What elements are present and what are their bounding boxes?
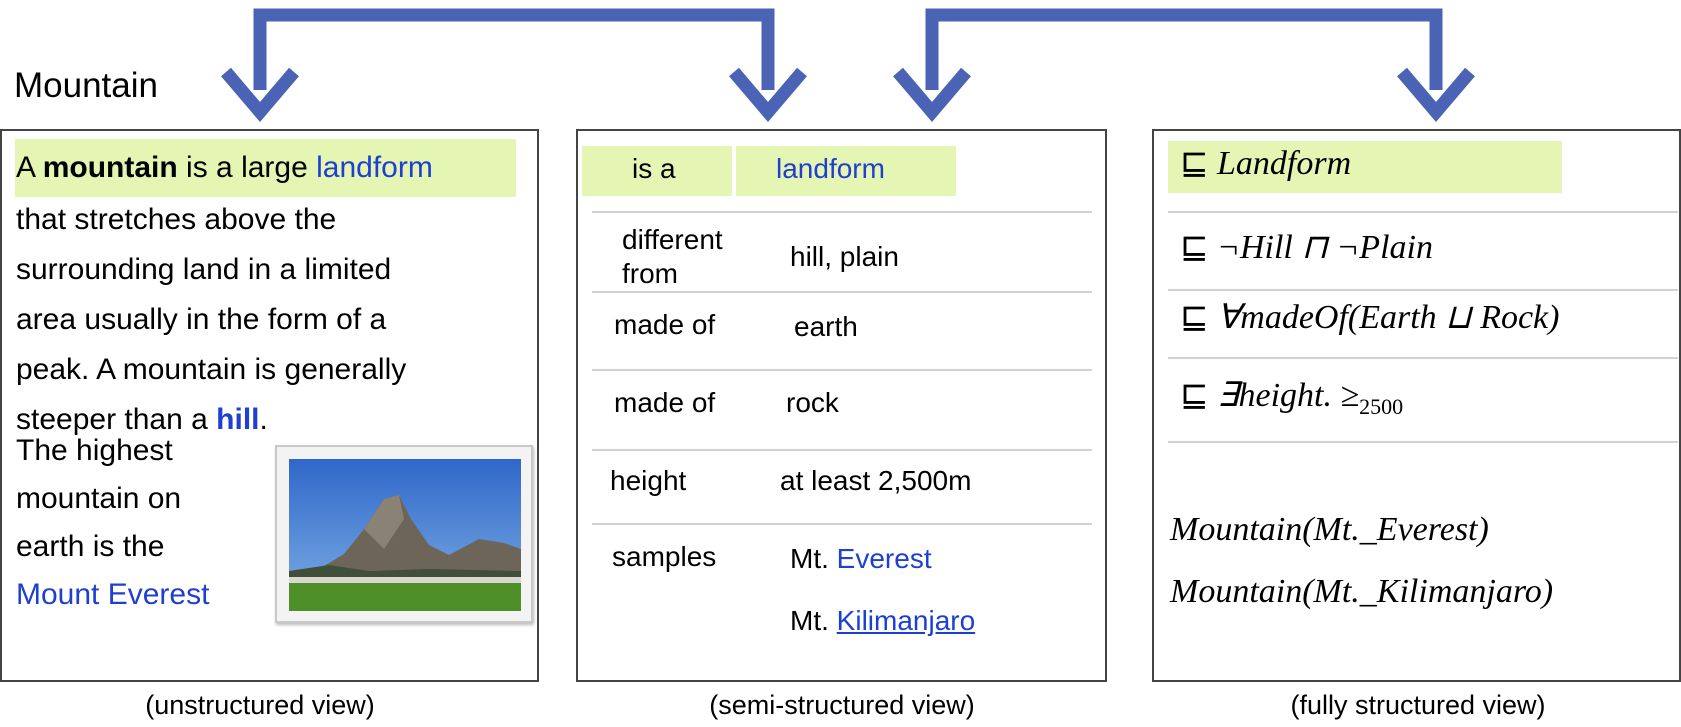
text-a: A xyxy=(16,151,35,184)
key-is-a: is a xyxy=(632,153,676,184)
axiom-landform: ⊑ Landform xyxy=(1180,143,1351,183)
page-title: Mountain xyxy=(14,66,158,105)
arrow-semi-fully xyxy=(925,8,1443,90)
arrowhead-right-1 xyxy=(893,67,971,123)
desc-line: peak. A mountain is generally xyxy=(16,353,407,386)
divider xyxy=(1168,289,1678,291)
sample-prefix: Mt. xyxy=(790,543,829,574)
axiom-not-hill-plain: ⊑ ¬Hill ⊓ ¬Plain xyxy=(1180,227,1433,267)
fully-structured-panel: ⊑ Landform ⊑ ¬Hill ⊓ ¬Plain ⊑ ∀madeOf(Ea… xyxy=(1152,129,1681,682)
sentence-1: A mountain is a large landform xyxy=(16,143,433,193)
divider xyxy=(1168,211,1678,213)
subsumption-op: ⊑ xyxy=(1180,377,1209,414)
sample-everest: Mt. Everest xyxy=(790,543,932,575)
assertion-everest: Mountain(Mt._Everest) xyxy=(1170,511,1489,548)
caption-semi: (semi-structured view) xyxy=(709,690,975,720)
text-steeper: steeper than a xyxy=(16,403,208,436)
caption-fully: (fully structured view) xyxy=(1290,690,1546,720)
highlight-is-a xyxy=(582,146,732,196)
divider xyxy=(592,449,1092,451)
subsumption-op: ⊑ xyxy=(1180,299,1209,336)
divider xyxy=(1168,441,1678,443)
assertion-kilimanjaro: Mountain(Mt._Kilimanjaro) xyxy=(1170,573,1554,610)
key-height: height xyxy=(610,465,687,496)
subsumption-op: ⊑ xyxy=(1180,229,1209,266)
arrow-unstructured-semi xyxy=(253,8,775,90)
desc-line-last: steeper than a hill. xyxy=(16,395,406,445)
caption-unstructured: (unstructured view) xyxy=(145,690,375,720)
divider xyxy=(592,523,1092,525)
semi-structured-panel: is a landform different from hill, plain… xyxy=(576,129,1107,682)
desc-line: surrounding land in a limited xyxy=(16,253,392,286)
divider xyxy=(592,211,1092,213)
axiom-made-of: ⊑ ∀madeOf(Earth ⊔ Rock) xyxy=(1180,297,1559,337)
text-is-a-large: is a large xyxy=(186,151,308,184)
divider xyxy=(592,369,1092,371)
axiom-expr: ∃height. ≥ xyxy=(1217,377,1360,414)
link-kilimanjaro[interactable]: Kilimanjaro xyxy=(836,605,976,636)
link-everest[interactable]: Everest xyxy=(836,543,932,574)
para2-line: mountain on xyxy=(16,482,182,515)
unstructured-panel: A mountain is a large landform that stre… xyxy=(0,129,539,682)
para-2: The highest mountain on earth is the Mou… xyxy=(16,427,209,619)
key-different-from: different from xyxy=(622,224,723,289)
link-hill[interactable]: hill xyxy=(216,403,260,436)
link-landform[interactable]: landform xyxy=(316,151,433,184)
sample-prefix: Mt. xyxy=(790,605,829,636)
mountain-image xyxy=(289,459,521,611)
value-landform[interactable]: landform xyxy=(776,153,885,184)
divider xyxy=(592,291,1092,293)
sample-kilimanjaro: Mt. Kilimanjaro xyxy=(790,605,975,637)
key-made-of-2: made of xyxy=(614,387,716,418)
arrowhead-left-1 xyxy=(221,67,299,123)
divider xyxy=(1168,357,1678,359)
key-made-of-1: made of xyxy=(614,309,716,340)
value-hill-plain: hill, plain xyxy=(790,241,899,272)
para2-line: The highest xyxy=(16,434,173,467)
text-period: . xyxy=(259,403,268,436)
description-lines: that stretches above the surrounding lan… xyxy=(16,195,406,445)
highlight-landform-axiom xyxy=(1168,141,1562,193)
highlight-landform xyxy=(736,146,956,196)
desc-line: that stretches above the xyxy=(16,203,337,236)
subsumption-op: ⊑ xyxy=(1180,145,1209,182)
mountain-photo xyxy=(275,445,533,623)
arrowhead-right-2 xyxy=(1397,67,1475,123)
axiom-expr: ∀madeOf(Earth ⊔ Rock) xyxy=(1217,299,1560,336)
key-samples: samples xyxy=(612,541,717,572)
value-rock: rock xyxy=(786,387,839,418)
para2-line: earth is the xyxy=(16,530,165,563)
link-mount-everest[interactable]: Mount Everest xyxy=(16,578,210,611)
value-height: at least 2,500m xyxy=(780,465,972,496)
value-earth: earth xyxy=(794,311,858,342)
axiom-sub: 2500 xyxy=(1359,393,1404,419)
term-mountain: mountain xyxy=(42,151,178,184)
axiom-expr: ¬Hill ⊓ ¬Plain xyxy=(1217,229,1433,266)
axiom-expr: Landform xyxy=(1217,145,1352,182)
arrowhead-left-2 xyxy=(729,67,807,123)
highlight-sentence xyxy=(15,139,516,197)
desc-line: area usually in the form of a xyxy=(16,303,387,336)
axiom-height: ⊑ ∃height. ≥2500 xyxy=(1180,375,1403,420)
